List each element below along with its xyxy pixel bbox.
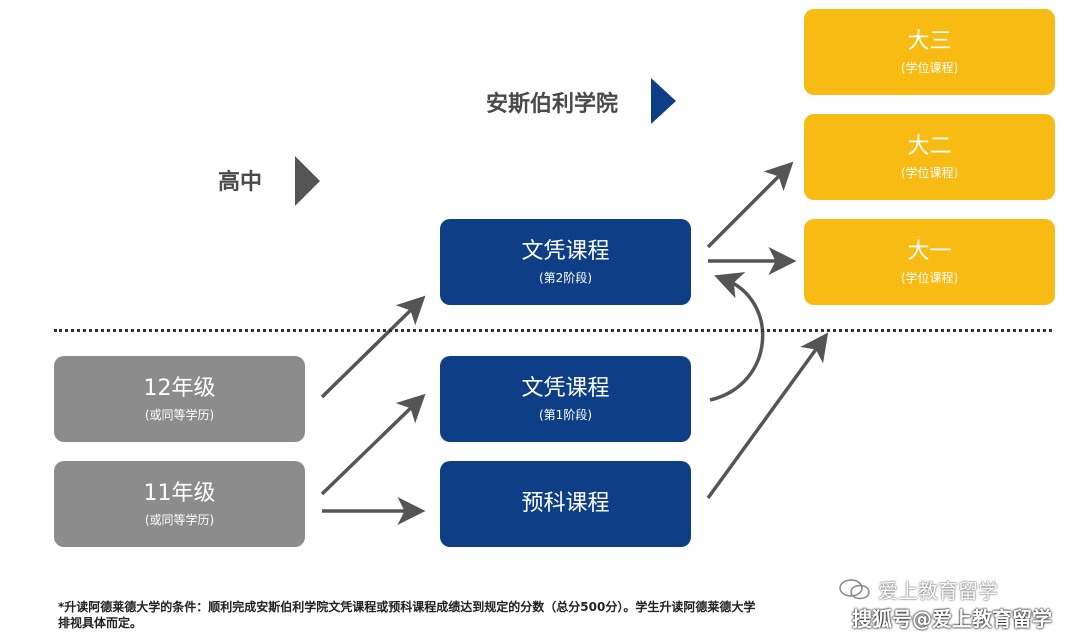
watermark-bottom: 搜狐号@爱上教育留学 xyxy=(852,607,1052,631)
stage-label-highschool: 高中 xyxy=(218,170,263,195)
year3-subtitle: (学位课程) xyxy=(900,61,959,75)
arrow-grade11-to-diploma1 xyxy=(320,393,426,496)
footnote: *升读阿德莱德大学的条件：顺利完成安斯伯利学院文凭课程或预科课程成绩达到规定的分… xyxy=(58,599,918,631)
year2-subtitle: (学位课程) xyxy=(900,166,959,180)
arrow-grade12-to-diploma2 xyxy=(320,295,426,399)
diploma-stage2-subtitle: (第2阶段) xyxy=(539,271,592,285)
foundation-title: 预科课程 xyxy=(521,490,610,516)
college-triangle-icon xyxy=(651,78,676,124)
wechat-icon xyxy=(839,579,870,600)
year2-title: 大二 xyxy=(907,133,952,159)
highschool-college-divider xyxy=(54,329,1052,332)
grade12-subtitle: (或同等学历) xyxy=(144,408,215,422)
footnote-line2: 排视具体而定。 xyxy=(58,616,143,630)
grade11-title: 11年级 xyxy=(143,480,216,506)
watermark-top: 爱上教育留学 xyxy=(878,579,998,603)
arrow-diploma2-to-year2 xyxy=(706,161,794,249)
diploma-stage1-box: 文凭课程 (第1阶段) xyxy=(440,356,691,442)
grade11-subtitle: (或同等学历) xyxy=(144,513,215,527)
diploma-stage2-title: 文凭课程 xyxy=(521,238,610,264)
diploma-stage2-box: 文凭课程 (第2阶段) xyxy=(440,219,691,305)
diploma-stage1-subtitle: (第1阶段) xyxy=(539,408,592,422)
arrow-diploma1-to-diploma2 xyxy=(709,272,765,402)
year1-box: 大一 (学位课程) xyxy=(804,219,1055,305)
arrow-foundation-to-year1 xyxy=(706,332,829,500)
grade12-title: 12年级 xyxy=(143,375,216,401)
grade11-box: 11年级 (或同等学历) xyxy=(54,461,305,547)
year2-box: 大二 (学位课程) xyxy=(804,114,1055,200)
year1-subtitle: (学位课程) xyxy=(900,271,959,285)
year3-title: 大三 xyxy=(907,28,952,54)
footnote-line1: *升读阿德莱德大学的条件：顺利完成安斯伯利学院文凭课程或预科课程成绩达到规定的分… xyxy=(58,600,756,614)
year1-title: 大一 xyxy=(907,238,952,264)
year3-box: 大三 (学位课程) xyxy=(804,9,1055,95)
highschool-triangle-icon xyxy=(295,156,320,206)
foundation-box: 预科课程 xyxy=(440,461,691,547)
diploma-stage1-title: 文凭课程 xyxy=(521,375,610,401)
stage-label-college: 安斯伯利学院 xyxy=(486,92,619,117)
grade12-box: 12年级 (或同等学历) xyxy=(54,356,305,442)
